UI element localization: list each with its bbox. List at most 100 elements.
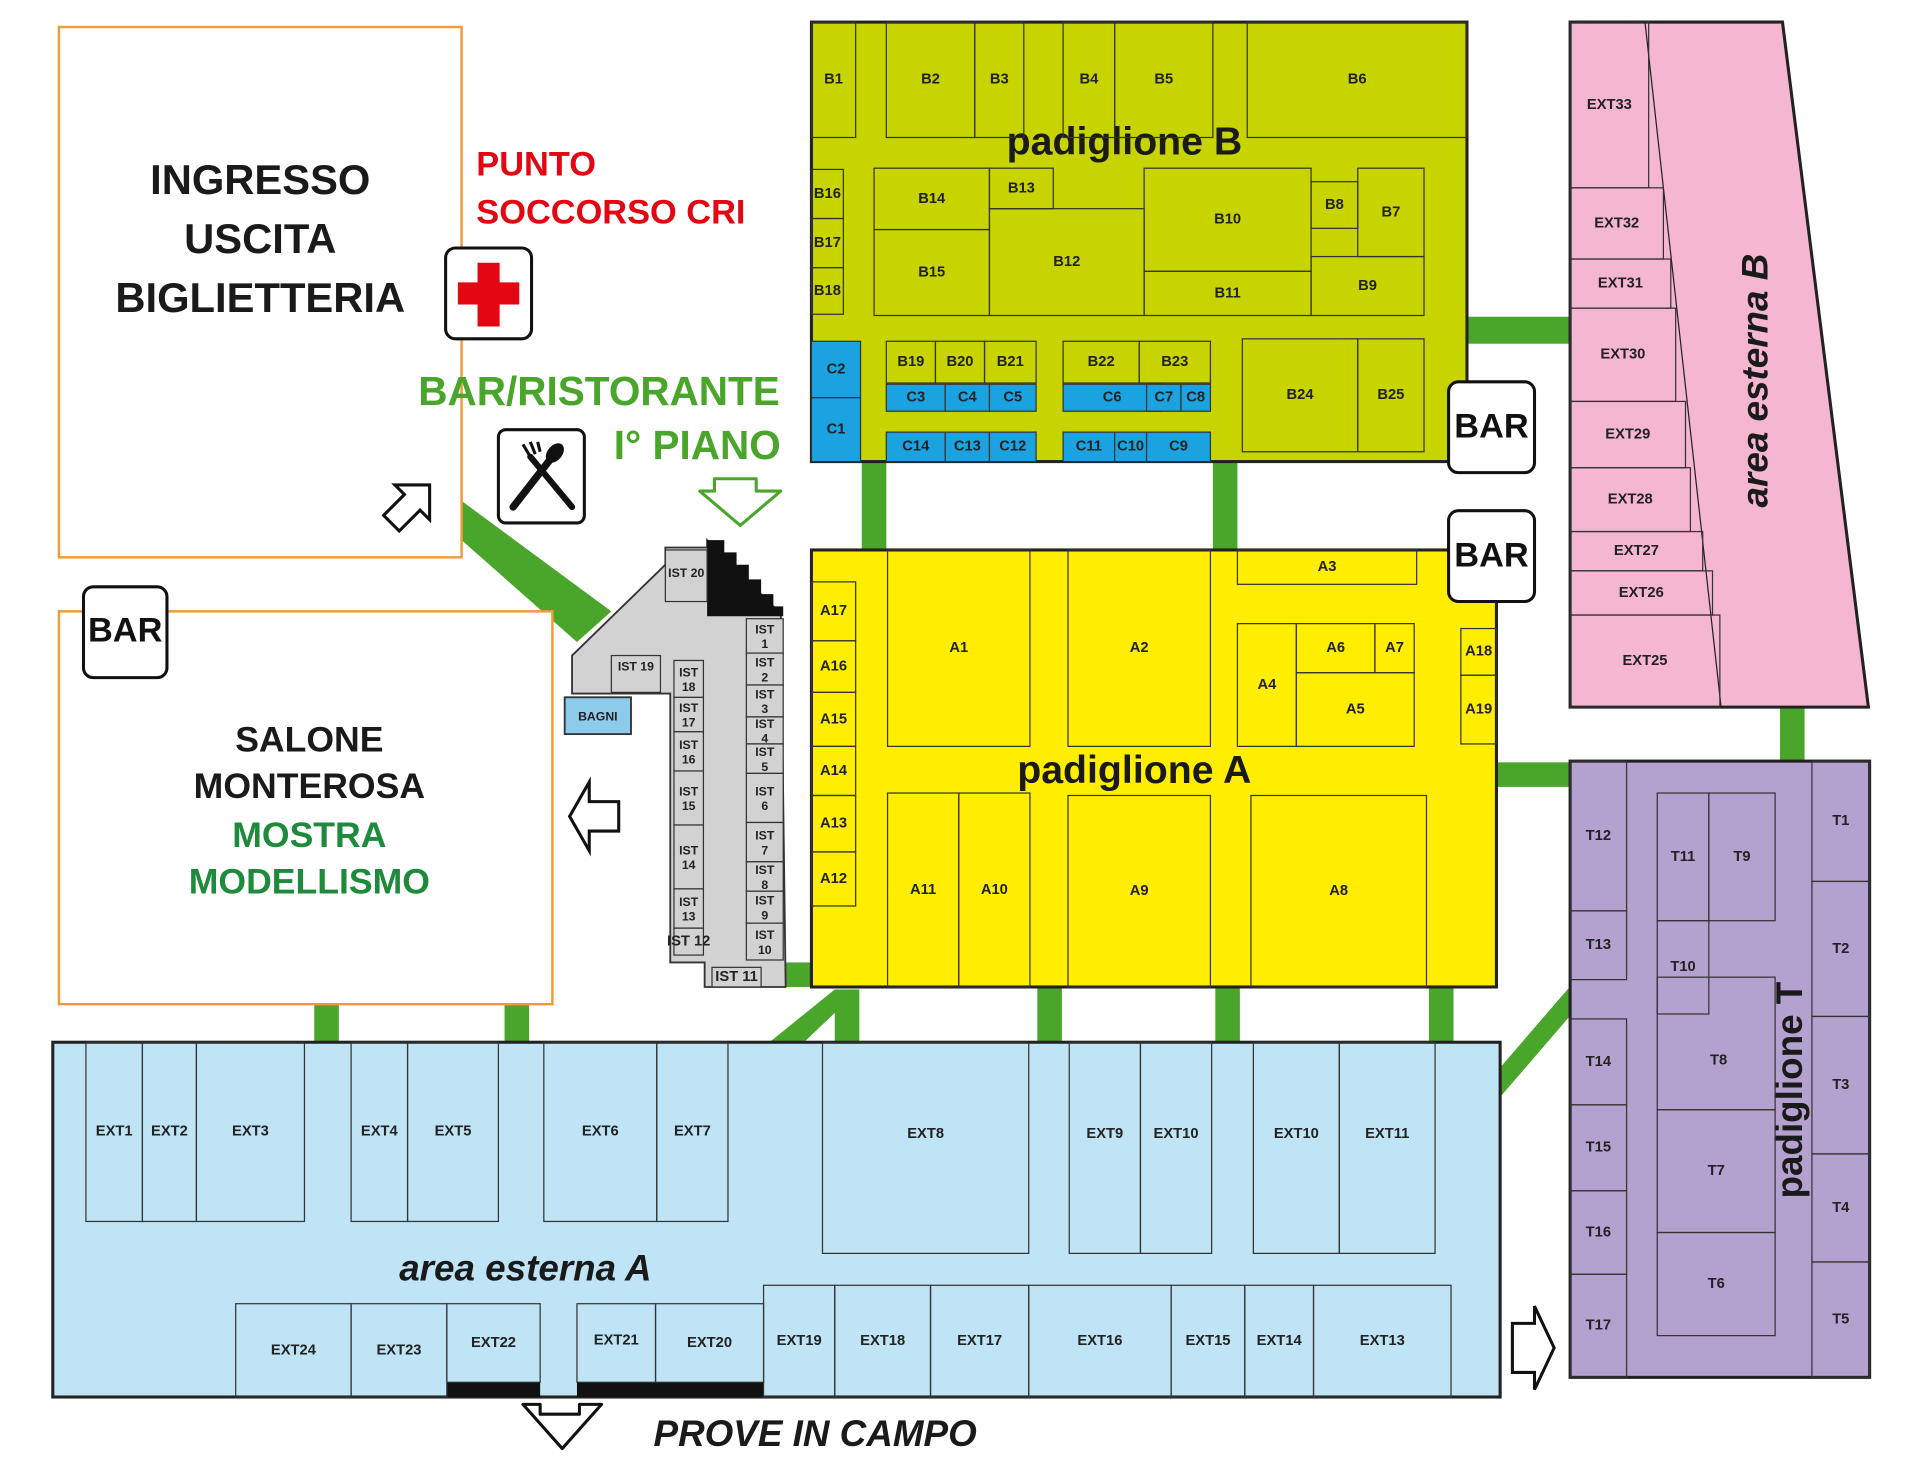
stand-ist-12[interactable]: IST 12	[667, 927, 710, 956]
stand-a9[interactable]: A9	[1067, 794, 1212, 988]
entrance-building: INGRESSO USCITA BIGLIETTERIA	[57, 25, 463, 559]
stand-label: C8	[1186, 390, 1205, 406]
stand-label: EXT6	[582, 1124, 619, 1140]
stand-b23[interactable]: B23	[1138, 340, 1212, 384]
stand-t9[interactable]: T9	[1708, 792, 1776, 922]
stand-b5[interactable]: B5	[1114, 21, 1214, 139]
stand-ext5[interactable]: EXT5	[406, 1041, 500, 1223]
stand-c1[interactable]: C1	[810, 397, 862, 463]
bar-badge-a[interactable]: BAR	[1447, 509, 1537, 604]
stand-label: EXT21	[594, 1332, 639, 1348]
stand-c13[interactable]: C13	[944, 431, 991, 463]
stand-label: C5	[1003, 390, 1022, 406]
stand-label: EXT31	[1598, 275, 1643, 291]
stand-a3[interactable]: A3	[1236, 549, 1418, 585]
stand-t6[interactable]: T6	[1656, 1231, 1776, 1337]
stand-ext22[interactable]: EXT22	[446, 1303, 541, 1383]
stand-label: EXT32	[1594, 215, 1639, 231]
stand-c5[interactable]: C5	[988, 383, 1037, 412]
stand-a19[interactable]: A19	[1460, 674, 1498, 745]
stand-label: EXT19	[777, 1333, 822, 1349]
stand-b18[interactable]: B18	[810, 267, 844, 315]
stand-t13[interactable]: T13	[1569, 910, 1628, 981]
stand-c2[interactable]: C2	[810, 340, 862, 399]
stand-label: B18	[814, 283, 841, 299]
stand-c9[interactable]: C9	[1145, 431, 1212, 463]
stand-a8[interactable]: A8	[1250, 794, 1428, 988]
stand-a1[interactable]: A1	[886, 549, 1031, 747]
stand-a10[interactable]: A10	[958, 792, 1031, 988]
bagni-room[interactable]	[563, 696, 632, 736]
stand-label: C3	[906, 390, 925, 406]
stand-b6[interactable]: B6	[1246, 21, 1468, 139]
stand-a12[interactable]: A12	[810, 851, 857, 907]
stand-t5[interactable]: T5	[1811, 1261, 1871, 1378]
stand-b21[interactable]: B21	[983, 340, 1037, 384]
stand-c8[interactable]: C8	[1180, 383, 1212, 412]
stand-label: B10	[1214, 212, 1241, 228]
stand-label: EXT9	[1086, 1126, 1123, 1142]
stand-ext10[interactable]: EXT10	[1139, 1041, 1213, 1254]
entrance-label-3: BIGLIETTERIA	[115, 274, 405, 321]
stand-ext25[interactable]: EXT25	[1569, 614, 1721, 708]
bar-badge-b[interactable]: BAR	[1447, 380, 1537, 475]
stand-label: B5	[1154, 72, 1173, 88]
stand-c14[interactable]: C14	[885, 431, 946, 463]
stand-a2[interactable]: A2	[1067, 549, 1212, 747]
stand-a5[interactable]: A5	[1295, 672, 1415, 747]
stand-c12[interactable]: C12	[988, 431, 1037, 463]
stand-c3[interactable]: C3	[885, 383, 946, 412]
salone-label-2: MONTEROSA	[194, 766, 425, 806]
stand-label: B13	[1008, 180, 1035, 196]
stand-ext3[interactable]: EXT3	[195, 1041, 306, 1223]
stand-b3[interactable]: B3	[974, 21, 1025, 139]
stand-label: EXT22	[471, 1335, 516, 1351]
stand-ext7[interactable]: EXT7	[656, 1041, 729, 1223]
stand-c6[interactable]: C6	[1062, 383, 1162, 412]
stand-c7[interactable]: C7	[1145, 383, 1182, 412]
stand-c10[interactable]: C10	[1114, 431, 1148, 463]
stand-c11[interactable]: C11	[1062, 431, 1116, 463]
stand-ext13[interactable]: EXT13	[1312, 1284, 1452, 1398]
cutlery-icon[interactable]	[496, 428, 586, 525]
stand-label: T7	[1708, 1163, 1725, 1179]
stand-label: EXT23	[376, 1342, 421, 1358]
stand-b25[interactable]: B25	[1357, 338, 1425, 453]
bar-badge-salone[interactable]: BAR	[81, 585, 169, 680]
stand-ext8[interactable]: EXT8	[821, 1041, 1030, 1254]
stand-b1[interactable]: B1	[810, 21, 857, 139]
stand-label: B20	[946, 354, 973, 370]
red-cross-icon[interactable]	[444, 246, 534, 341]
stand-b9[interactable]: B9	[1310, 255, 1425, 317]
corridors	[314, 316, 1805, 1100]
stand-ist-11[interactable]: IST 11	[711, 966, 762, 988]
stand-c4[interactable]: C4	[944, 383, 991, 412]
stand-t10[interactable]: T10	[1656, 920, 1710, 1015]
stand-label: T1	[1832, 813, 1849, 829]
svg-text:BAR: BAR	[1454, 536, 1529, 574]
stand-ext11[interactable]: EXT11	[1338, 1041, 1436, 1254]
stand-t17[interactable]: T17	[1569, 1273, 1628, 1378]
